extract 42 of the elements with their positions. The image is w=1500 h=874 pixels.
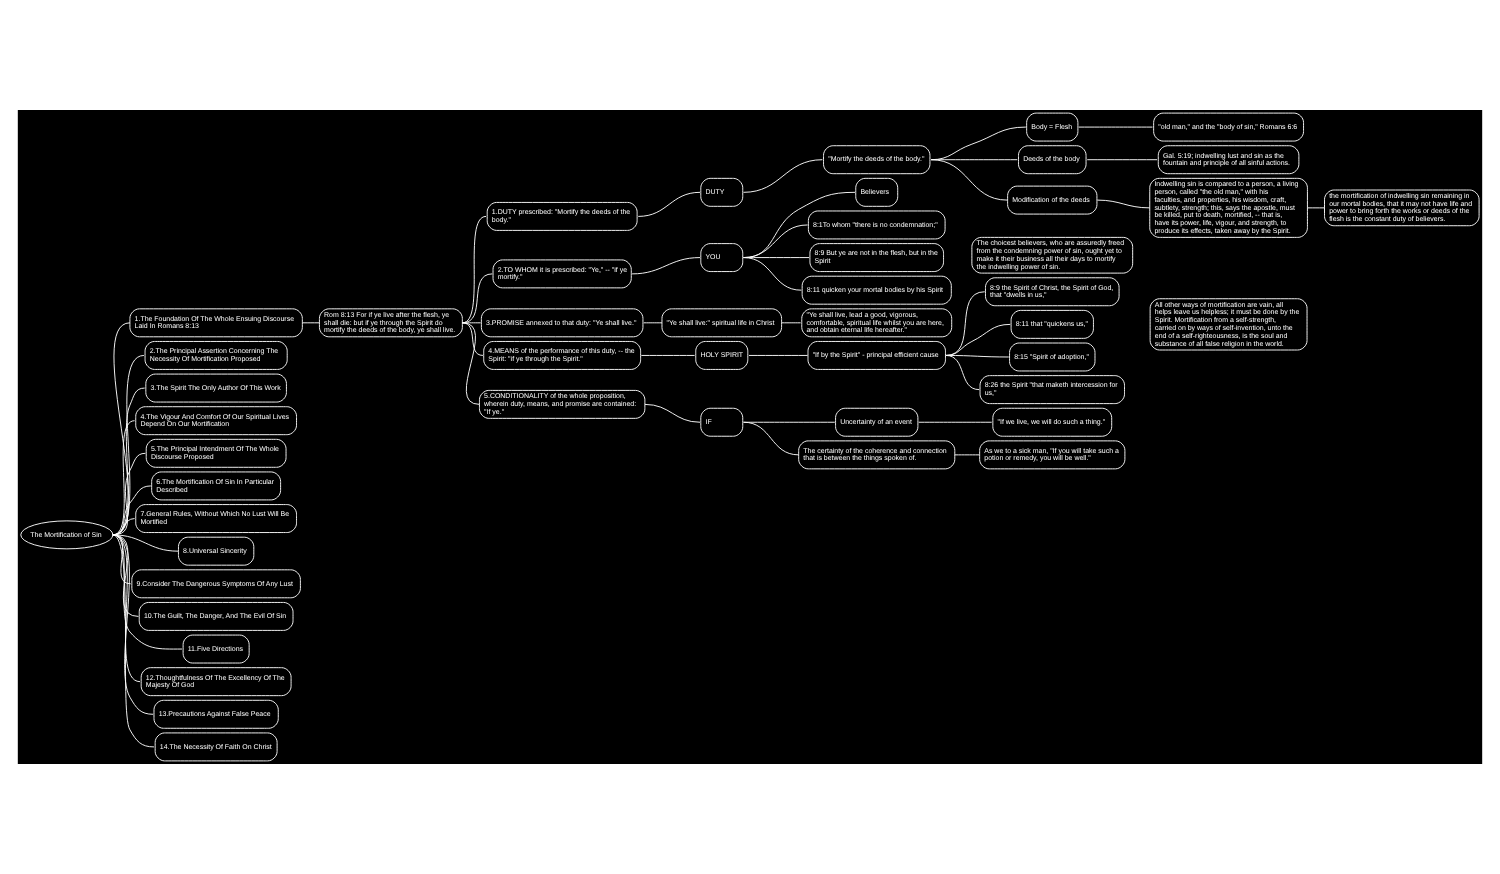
connector — [112, 534, 179, 552]
connector — [1078, 126, 1153, 128]
connector — [461, 322, 484, 356]
connector — [748, 354, 809, 356]
connector — [112, 518, 136, 536]
connector — [112, 387, 146, 536]
connector — [112, 534, 139, 617]
connector — [945, 354, 1010, 358]
connector — [743, 159, 823, 193]
connector — [945, 323, 1011, 356]
connector — [743, 421, 800, 456]
connector — [640, 354, 696, 356]
connector — [945, 354, 980, 391]
connector — [743, 224, 809, 259]
connector — [743, 191, 856, 259]
connector — [644, 403, 701, 423]
connector — [301, 322, 320, 324]
connector — [1306, 207, 1325, 209]
connector — [112, 534, 154, 715]
connector — [112, 485, 152, 536]
connector — [461, 215, 487, 324]
connector — [112, 322, 131, 536]
connector — [930, 159, 1008, 201]
connector — [743, 257, 802, 291]
connector — [637, 191, 701, 217]
connector — [461, 322, 480, 405]
connector — [461, 322, 482, 324]
connector — [631, 257, 701, 275]
connector — [643, 322, 663, 324]
connector — [112, 534, 141, 683]
connector — [112, 354, 145, 536]
connector — [945, 291, 986, 356]
connector — [918, 421, 993, 423]
connector — [112, 534, 183, 650]
connector — [954, 454, 980, 456]
connector — [112, 420, 136, 536]
connector — [1086, 159, 1158, 161]
connector — [1096, 199, 1151, 209]
connector — [112, 452, 146, 536]
connector — [461, 273, 493, 324]
connector — [112, 534, 155, 748]
connector — [781, 322, 802, 324]
